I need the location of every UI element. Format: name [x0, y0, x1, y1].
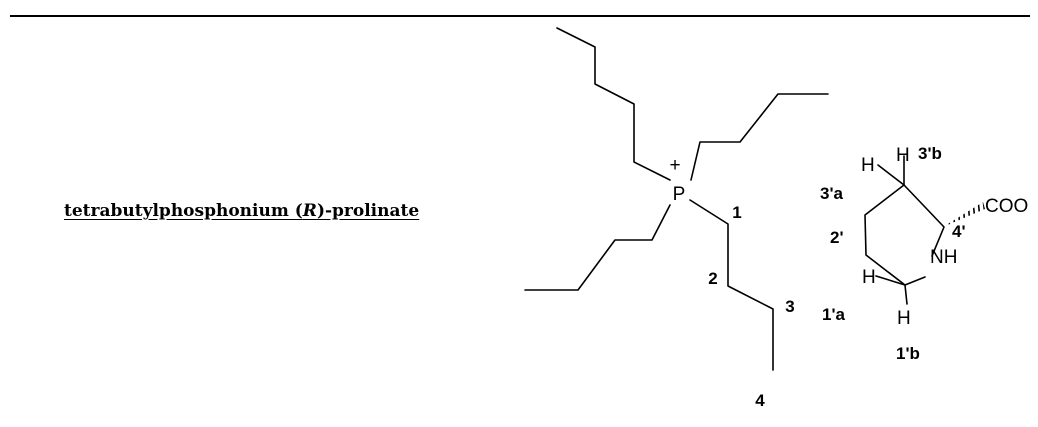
anion-bonds: [864, 155, 985, 305]
label-4prime: 4': [952, 222, 966, 241]
label-1prime-b: 1'b: [896, 344, 920, 363]
carbon-number-3: 3: [785, 297, 794, 316]
positive-charge: +: [669, 155, 680, 176]
hydrogen-1prime-b: H: [897, 308, 911, 329]
hydrogen-3prime-a: H: [861, 155, 875, 176]
carbon-number-2: 2: [708, 269, 717, 288]
phosphorus-atom: P: [673, 184, 686, 205]
label-3prime-b: 3'b: [918, 144, 942, 163]
butyl-chain-up: [556, 27, 671, 181]
top-rule: [10, 15, 1030, 17]
compound-name: tetrabutylphosphonium (R)-prolinate: [64, 201, 419, 221]
compound-name-prefix: tetrabutylphosphonium (: [64, 201, 303, 221]
label-1prime-a: 1'a: [822, 305, 845, 324]
hydrogen-1prime-a: H: [862, 267, 876, 288]
compound-name-stereo: R: [302, 201, 317, 221]
butyl-chain-down: [689, 199, 774, 371]
h-1prime-a-bond: [875, 275, 906, 286]
label-2prime: 2': [830, 228, 844, 247]
nitrogen-atom: NH: [930, 247, 957, 268]
carbon-number-1: 1: [732, 203, 741, 222]
h-1prime-b-bond: [904, 284, 908, 305]
h-3prime-a-bond: [877, 164, 905, 186]
carboxylate-group: COO: [985, 196, 1028, 217]
hydrogen-3prime-b: H: [896, 145, 910, 166]
pyrrolidine-ring: [864, 184, 945, 286]
butyl-chain-left: [524, 204, 671, 291]
label-3prime-a: 3'a: [820, 184, 843, 203]
compound-name-suffix: )-prolinate: [316, 201, 420, 221]
cation-bonds: [524, 27, 829, 371]
carbon-number-4: 4: [755, 391, 765, 410]
butyl-chain-up-right: [690, 93, 829, 181]
